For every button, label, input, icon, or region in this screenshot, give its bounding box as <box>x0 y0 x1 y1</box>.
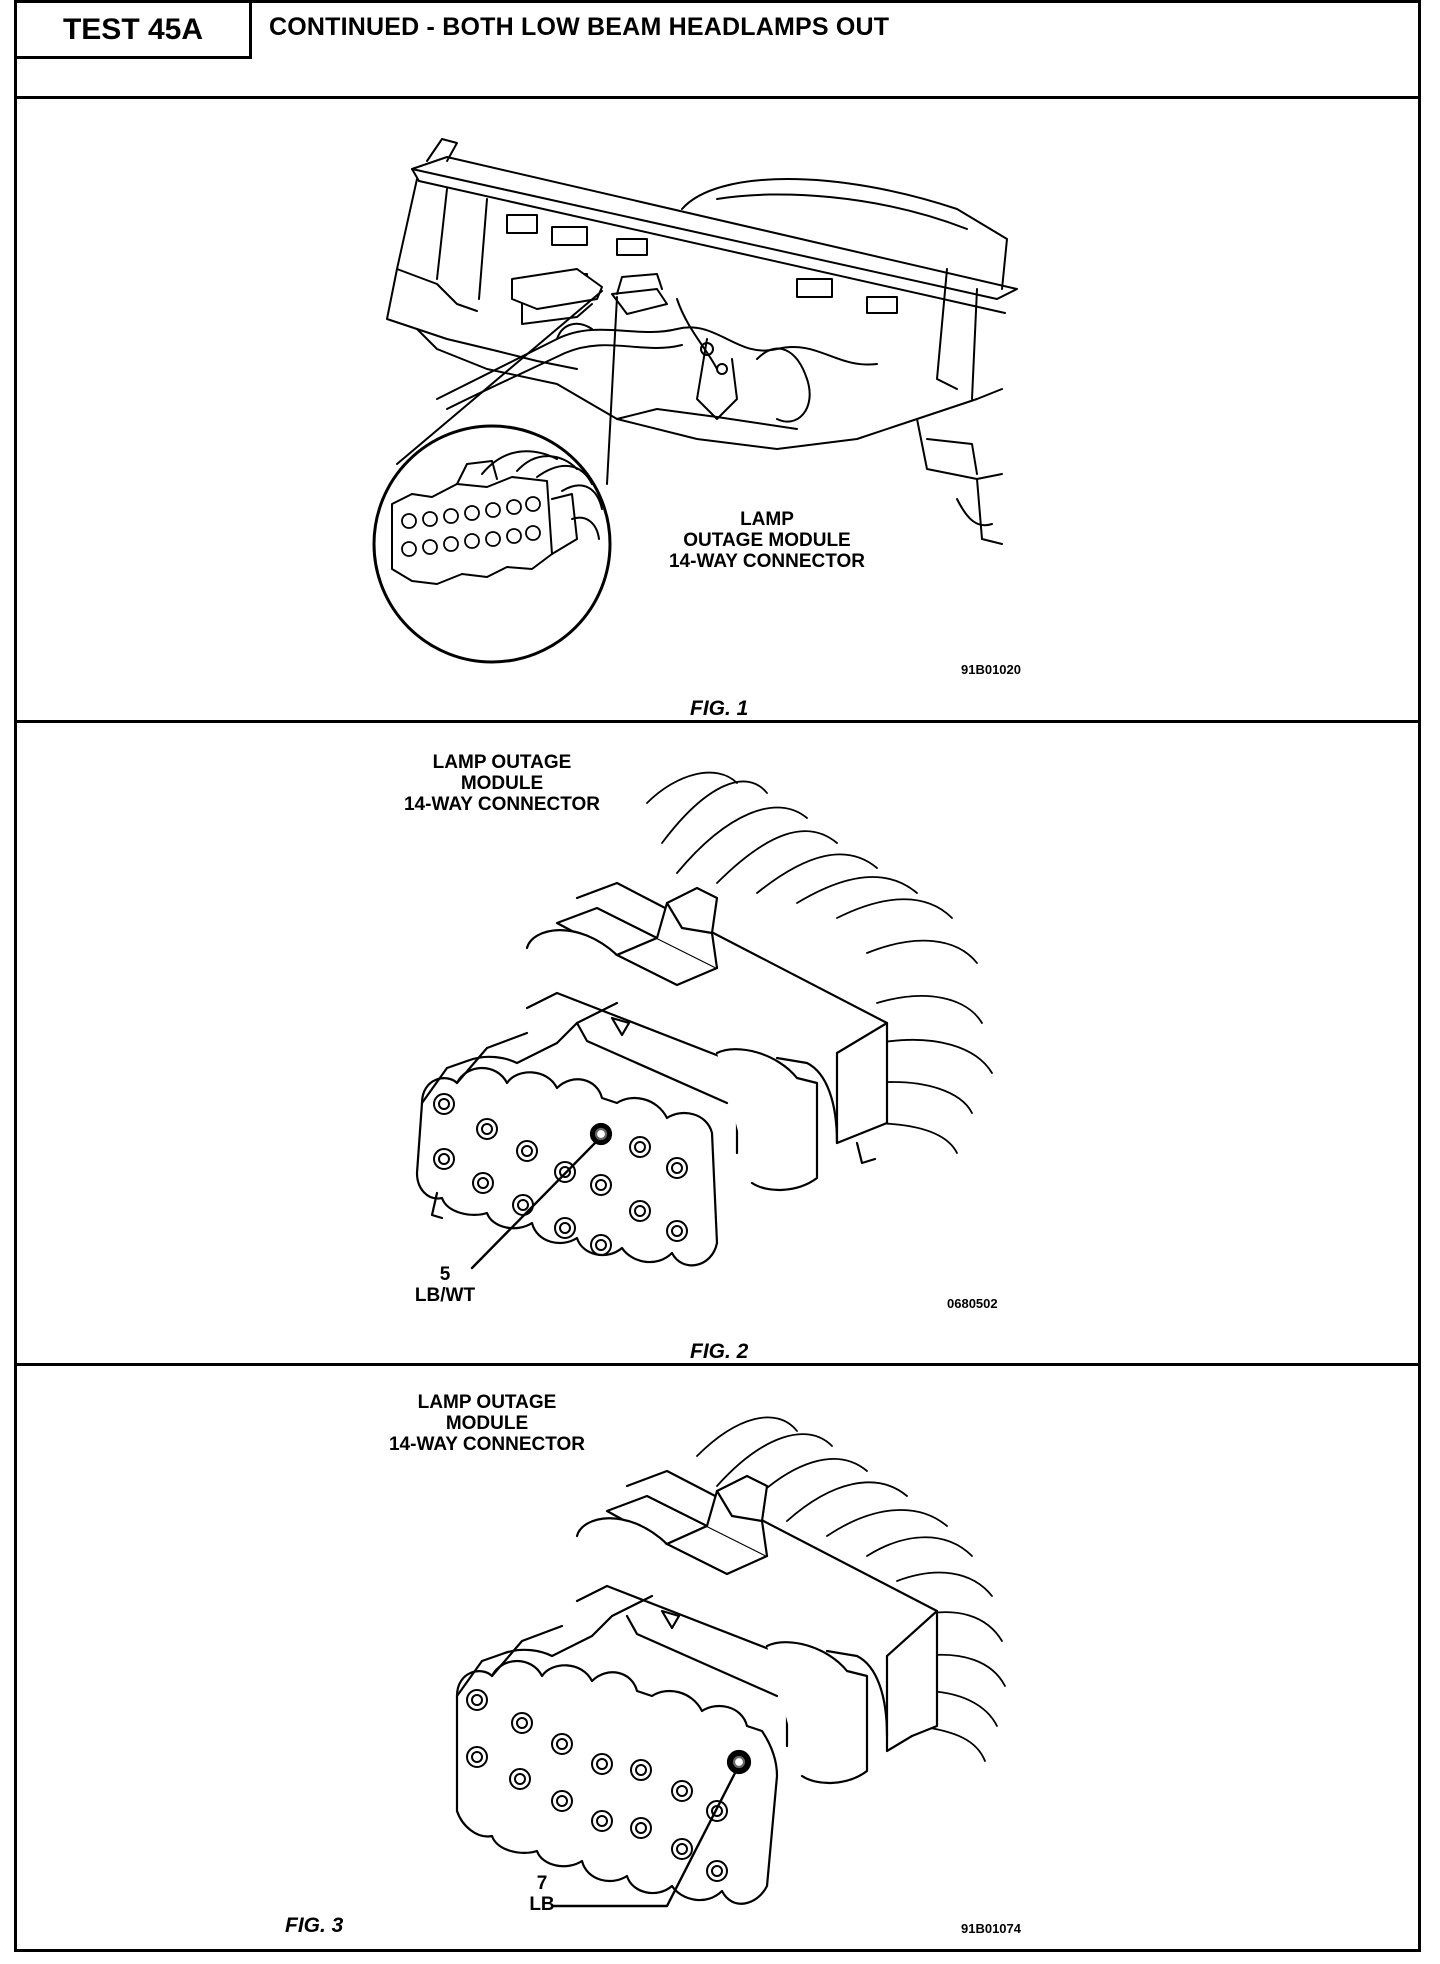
service-manual-page: TEST 45A CONTINUED - BOTH LOW BEAM HEADL… <box>14 0 1421 1952</box>
figure-2-panel: LAMP OUTAGE MODULE 14-WAY CONNECTOR 5 LB… <box>17 723 1418 1366</box>
callout-line: MODULE <box>445 1412 529 1434</box>
illustration-code: 91B01020 <box>961 662 1021 677</box>
figure-2-illustration <box>415 771 993 1270</box>
callout-line: LAMP OUTAGE <box>432 752 572 773</box>
callout-line: OUTAGE MODULE <box>683 529 851 551</box>
figure-3-illustration <box>455 1416 1006 1908</box>
callout-line: 14-WAY CONNECTOR <box>668 550 866 572</box>
callout-label: LAMP OUTAGE MODULE 14-WAY CONNECTOR <box>637 509 897 573</box>
figure-caption: FIG. 3 <box>285 1914 344 1937</box>
callout-line: LAMP <box>740 509 794 530</box>
figure-1-panel: LAMP OUTAGE MODULE 14-WAY CONNECTOR 91B0… <box>17 99 1418 723</box>
pin-number: 5 <box>439 1264 451 1285</box>
figure-caption: FIG. 1 <box>690 697 749 720</box>
illustration-code: 0680502 <box>947 1296 998 1311</box>
figure-1-illustration <box>372 138 1018 664</box>
wire-color: LB/WT <box>414 1284 476 1306</box>
page-header: TEST 45A CONTINUED - BOTH LOW BEAM HEADL… <box>17 3 1418 99</box>
test-number: TEST 45A <box>17 3 252 59</box>
callout-label: LAMP OUTAGE MODULE 14-WAY CONNECTOR <box>362 1392 612 1456</box>
callout-line: 14-WAY CONNECTOR <box>388 1433 586 1455</box>
figure-caption: FIG. 2 <box>690 1340 749 1363</box>
callout-line: 14-WAY CONNECTOR <box>403 793 601 815</box>
callout-line: MODULE <box>460 772 544 794</box>
figure-3-panel: LAMP OUTAGE MODULE 14-WAY CONNECTOR 7 LB… <box>17 1366 1418 1949</box>
callout-line: LAMP OUTAGE <box>417 1392 557 1413</box>
pin-callout: 7 LB <box>512 1873 572 1916</box>
pin-number: 7 <box>536 1873 548 1894</box>
page-title: CONTINUED - BOTH LOW BEAM HEADLAMPS OUT <box>269 13 890 41</box>
pin-callout: 5 LB/WT <box>405 1264 485 1307</box>
callout-label: LAMP OUTAGE MODULE 14-WAY CONNECTOR <box>387 752 617 816</box>
illustration-code: 91B01074 <box>961 1921 1021 1936</box>
wire-color: LB <box>529 1893 555 1915</box>
